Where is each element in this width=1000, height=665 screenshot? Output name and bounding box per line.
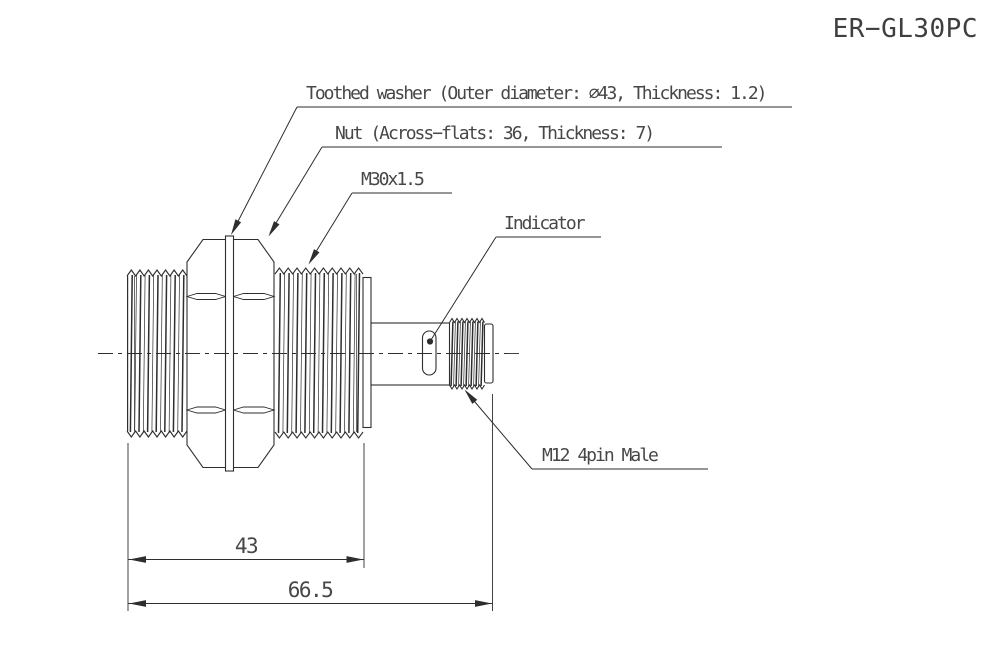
dimension-thread-length: 43	[234, 534, 259, 558]
callout-mounting-thread: M30x1.5	[361, 169, 425, 190]
leader-m30	[308, 192, 452, 265]
leader-toothed-washer	[231, 106, 792, 235]
drawing-title: ER−GL30PC	[832, 14, 978, 44]
callout-connector: M12 4pin Male	[542, 445, 659, 466]
m30-thread-section	[274, 267, 364, 439]
dimension-overall-length: 66.5	[287, 578, 334, 602]
callout-indicator: Indicator	[504, 213, 586, 234]
indicator-window	[421, 330, 437, 376]
callout-nut: Nut (Across−flats: 36, Thickness: 7)	[335, 123, 655, 144]
leader-m12	[464, 389, 708, 470]
callout-toothed-washer: Toothed washer (Outer diameter: ∅43, Thi…	[306, 83, 768, 104]
leader-nut	[268, 146, 722, 237]
dimension-lines	[127, 394, 493, 611]
body-neck	[370, 322, 451, 386]
leader-indicator	[426, 236, 601, 345]
body-flange	[362, 276, 372, 429]
